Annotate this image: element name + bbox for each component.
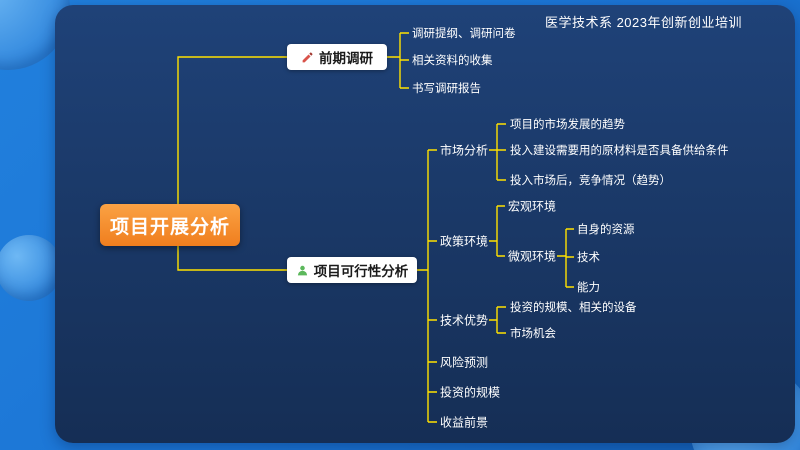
node-market-opportunity[interactable]: 市场机会 (510, 328, 556, 340)
node-risk-prediction[interactable]: 风险预测 (440, 355, 489, 370)
node-market-trend[interactable]: 项目的市场发展的趋势 (510, 119, 625, 131)
decor-circle (0, 235, 62, 301)
node-profit-prospect[interactable]: 收益前景 (440, 415, 489, 430)
branch-label: 项目可行性分析 (313, 264, 409, 279)
feasibility-spine (417, 149, 437, 423)
node-material-collection[interactable]: 相关资料的收集 (412, 55, 493, 67)
branch-label: 前期调研 (319, 51, 373, 66)
tech-lines (489, 306, 506, 334)
node-micro-environment[interactable]: 微观环境 (508, 249, 557, 264)
policy-lines (489, 205, 505, 257)
node-market-analysis[interactable]: 市场分析 (440, 143, 489, 158)
root-branch-lines (177, 56, 287, 271)
market-lines (489, 123, 506, 181)
node-investment-equipment[interactable]: 投资的规模、相关的设备 (510, 302, 637, 314)
node-investment-scale[interactable]: 投资的规模 (440, 385, 501, 400)
person-icon (296, 264, 309, 277)
node-macro-environment[interactable]: 宏观环境 (508, 199, 557, 214)
branch-feasibility[interactable]: 项目可行性分析 (287, 257, 417, 283)
node-technology[interactable]: 技术 (577, 252, 600, 264)
node-tech-advantage[interactable]: 技术优势 (440, 313, 489, 328)
node-competition[interactable]: 投入市场后，竞争情况（趋势） (510, 175, 671, 187)
node-raw-material-supply[interactable]: 投入建设需要用的原材料是否具备供给条件 (510, 145, 729, 157)
node-research-outline[interactable]: 调研提纲、调研问卷 (412, 28, 516, 40)
node-policy-environment[interactable]: 政策环境 (440, 234, 489, 249)
preliminary-lines (387, 32, 409, 89)
micro-lines (557, 228, 574, 288)
branch-preliminary[interactable]: 前期调研 (287, 44, 387, 70)
node-own-resources[interactable]: 自身的资源 (577, 224, 635, 236)
node-write-report[interactable]: 书写调研报告 (412, 83, 481, 95)
page-title: 医学技术系 2023年创新创业培训 (544, 15, 742, 30)
pencil-icon (301, 51, 314, 64)
root-node[interactable]: 项目开展分析 (100, 204, 240, 246)
node-capability[interactable]: 能力 (577, 282, 600, 294)
